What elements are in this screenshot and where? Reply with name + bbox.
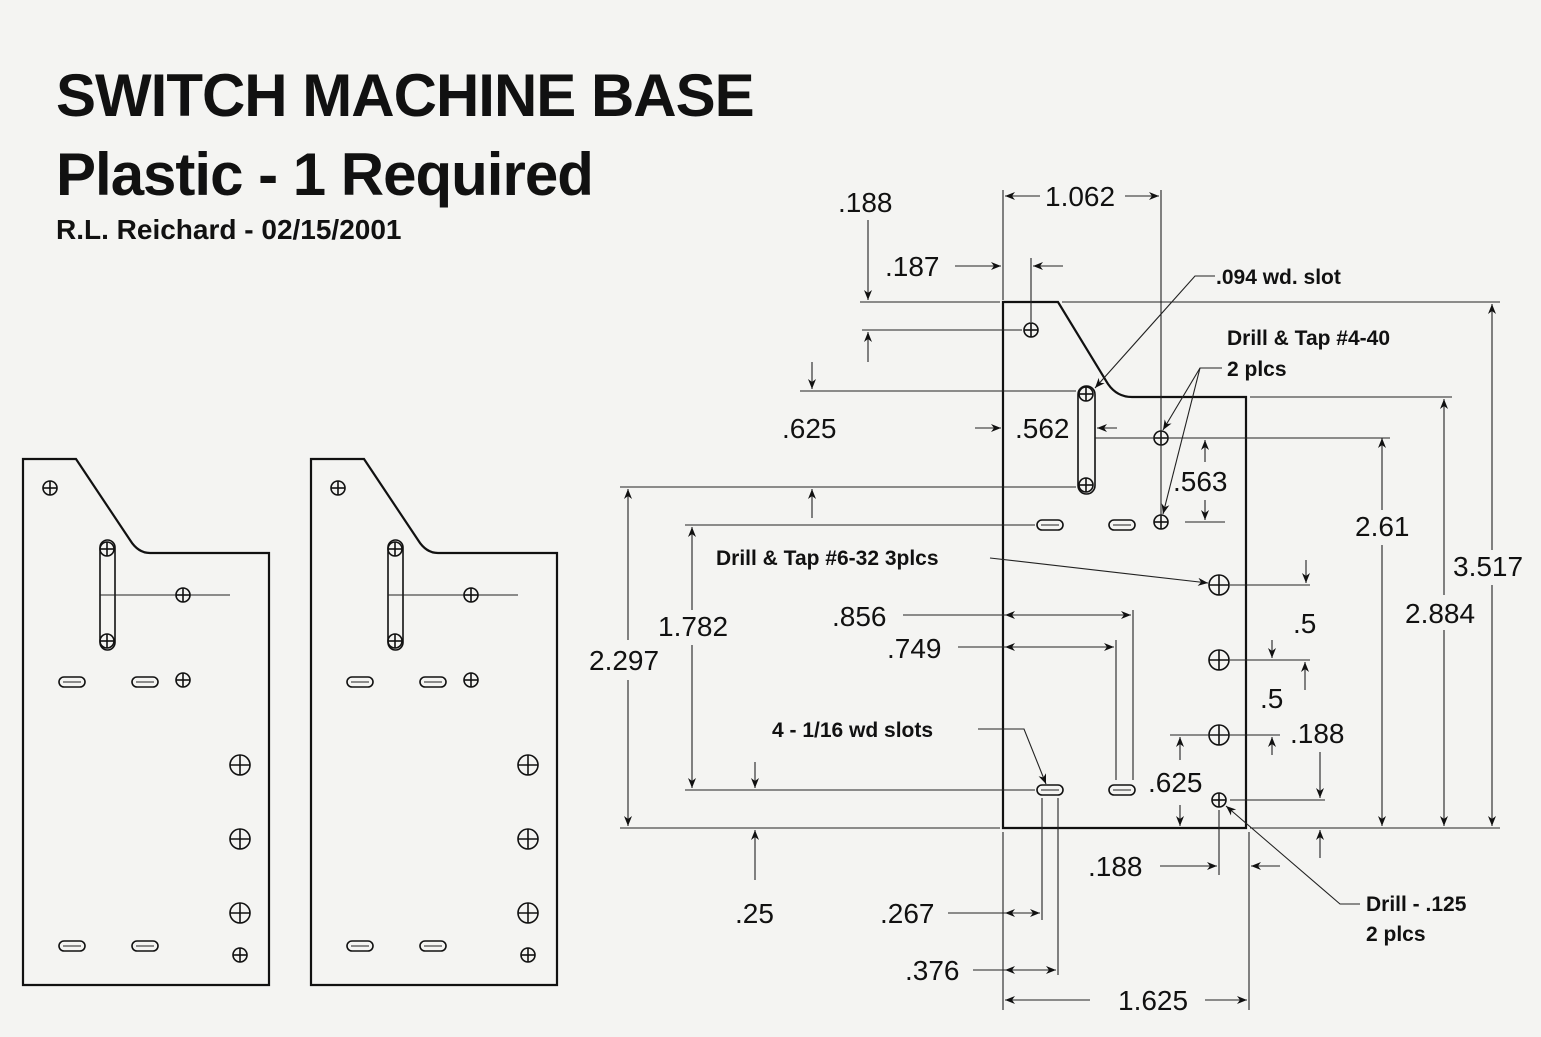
thumbnail-view-1 [21,457,271,987]
dim-563: .563 [1173,466,1228,497]
note-drill-125-line1: Drill - .125 [1366,893,1467,916]
dim-188-top: .188 [838,187,893,218]
dim-376: .376 [905,955,960,986]
dim-5-a: .5 [1293,608,1316,639]
dim-1062: 1.062 [1045,181,1115,212]
part-outline [1001,300,1248,830]
dim-5-b: .5 [1260,683,1283,714]
dim-856: .856 [832,601,887,632]
dim-2884: 2.884 [1405,598,1475,629]
dim-188-right: .188 [1290,718,1345,749]
note-slot-094: .094 wd. slot [1216,266,1341,289]
dim-625-left: .625 [782,413,837,444]
note-slots-116: 4 - 1/16 wd slots [772,719,933,742]
thumbnail-view-2 [309,457,559,987]
part-outline [309,457,559,987]
dim-625-bottom: .625 [1148,767,1203,798]
main-view: .188 .187 1.062 .625 .562 .563 2.61 3.51… [589,181,1523,1016]
dim-261: 2.61 [1355,511,1410,542]
dim-1782: 1.782 [658,611,728,642]
note-drill-125-line2: 2 plcs [1366,923,1426,946]
dim-1625: 1.625 [1118,985,1188,1016]
dim-25: .25 [735,898,774,929]
dim-187: .187 [885,251,940,282]
note-tap-632: Drill & Tap #6-32 3plcs [716,547,939,570]
dim-562: .562 [1015,413,1070,444]
dim-188-bottom: .188 [1088,851,1143,882]
vertical-slot [1077,385,1096,495]
dim-2297: 2.297 [589,645,659,676]
part-outline [21,457,271,987]
hole-icon [42,480,58,496]
note-tap-440-line1: Drill & Tap #4-40 [1227,327,1390,350]
drawing-title: SWITCH MACHINE BASE [56,62,755,129]
note-tap-440-line2: 2 plcs [1227,358,1287,381]
dim-749: .749 [887,633,942,664]
dim-3517: 3.517 [1453,551,1523,582]
drawing-subtitle: Plastic - 1 Required [56,141,594,208]
author-date-line: R.L. Reichard - 02/15/2001 [56,214,402,245]
dim-267: .267 [880,898,935,929]
